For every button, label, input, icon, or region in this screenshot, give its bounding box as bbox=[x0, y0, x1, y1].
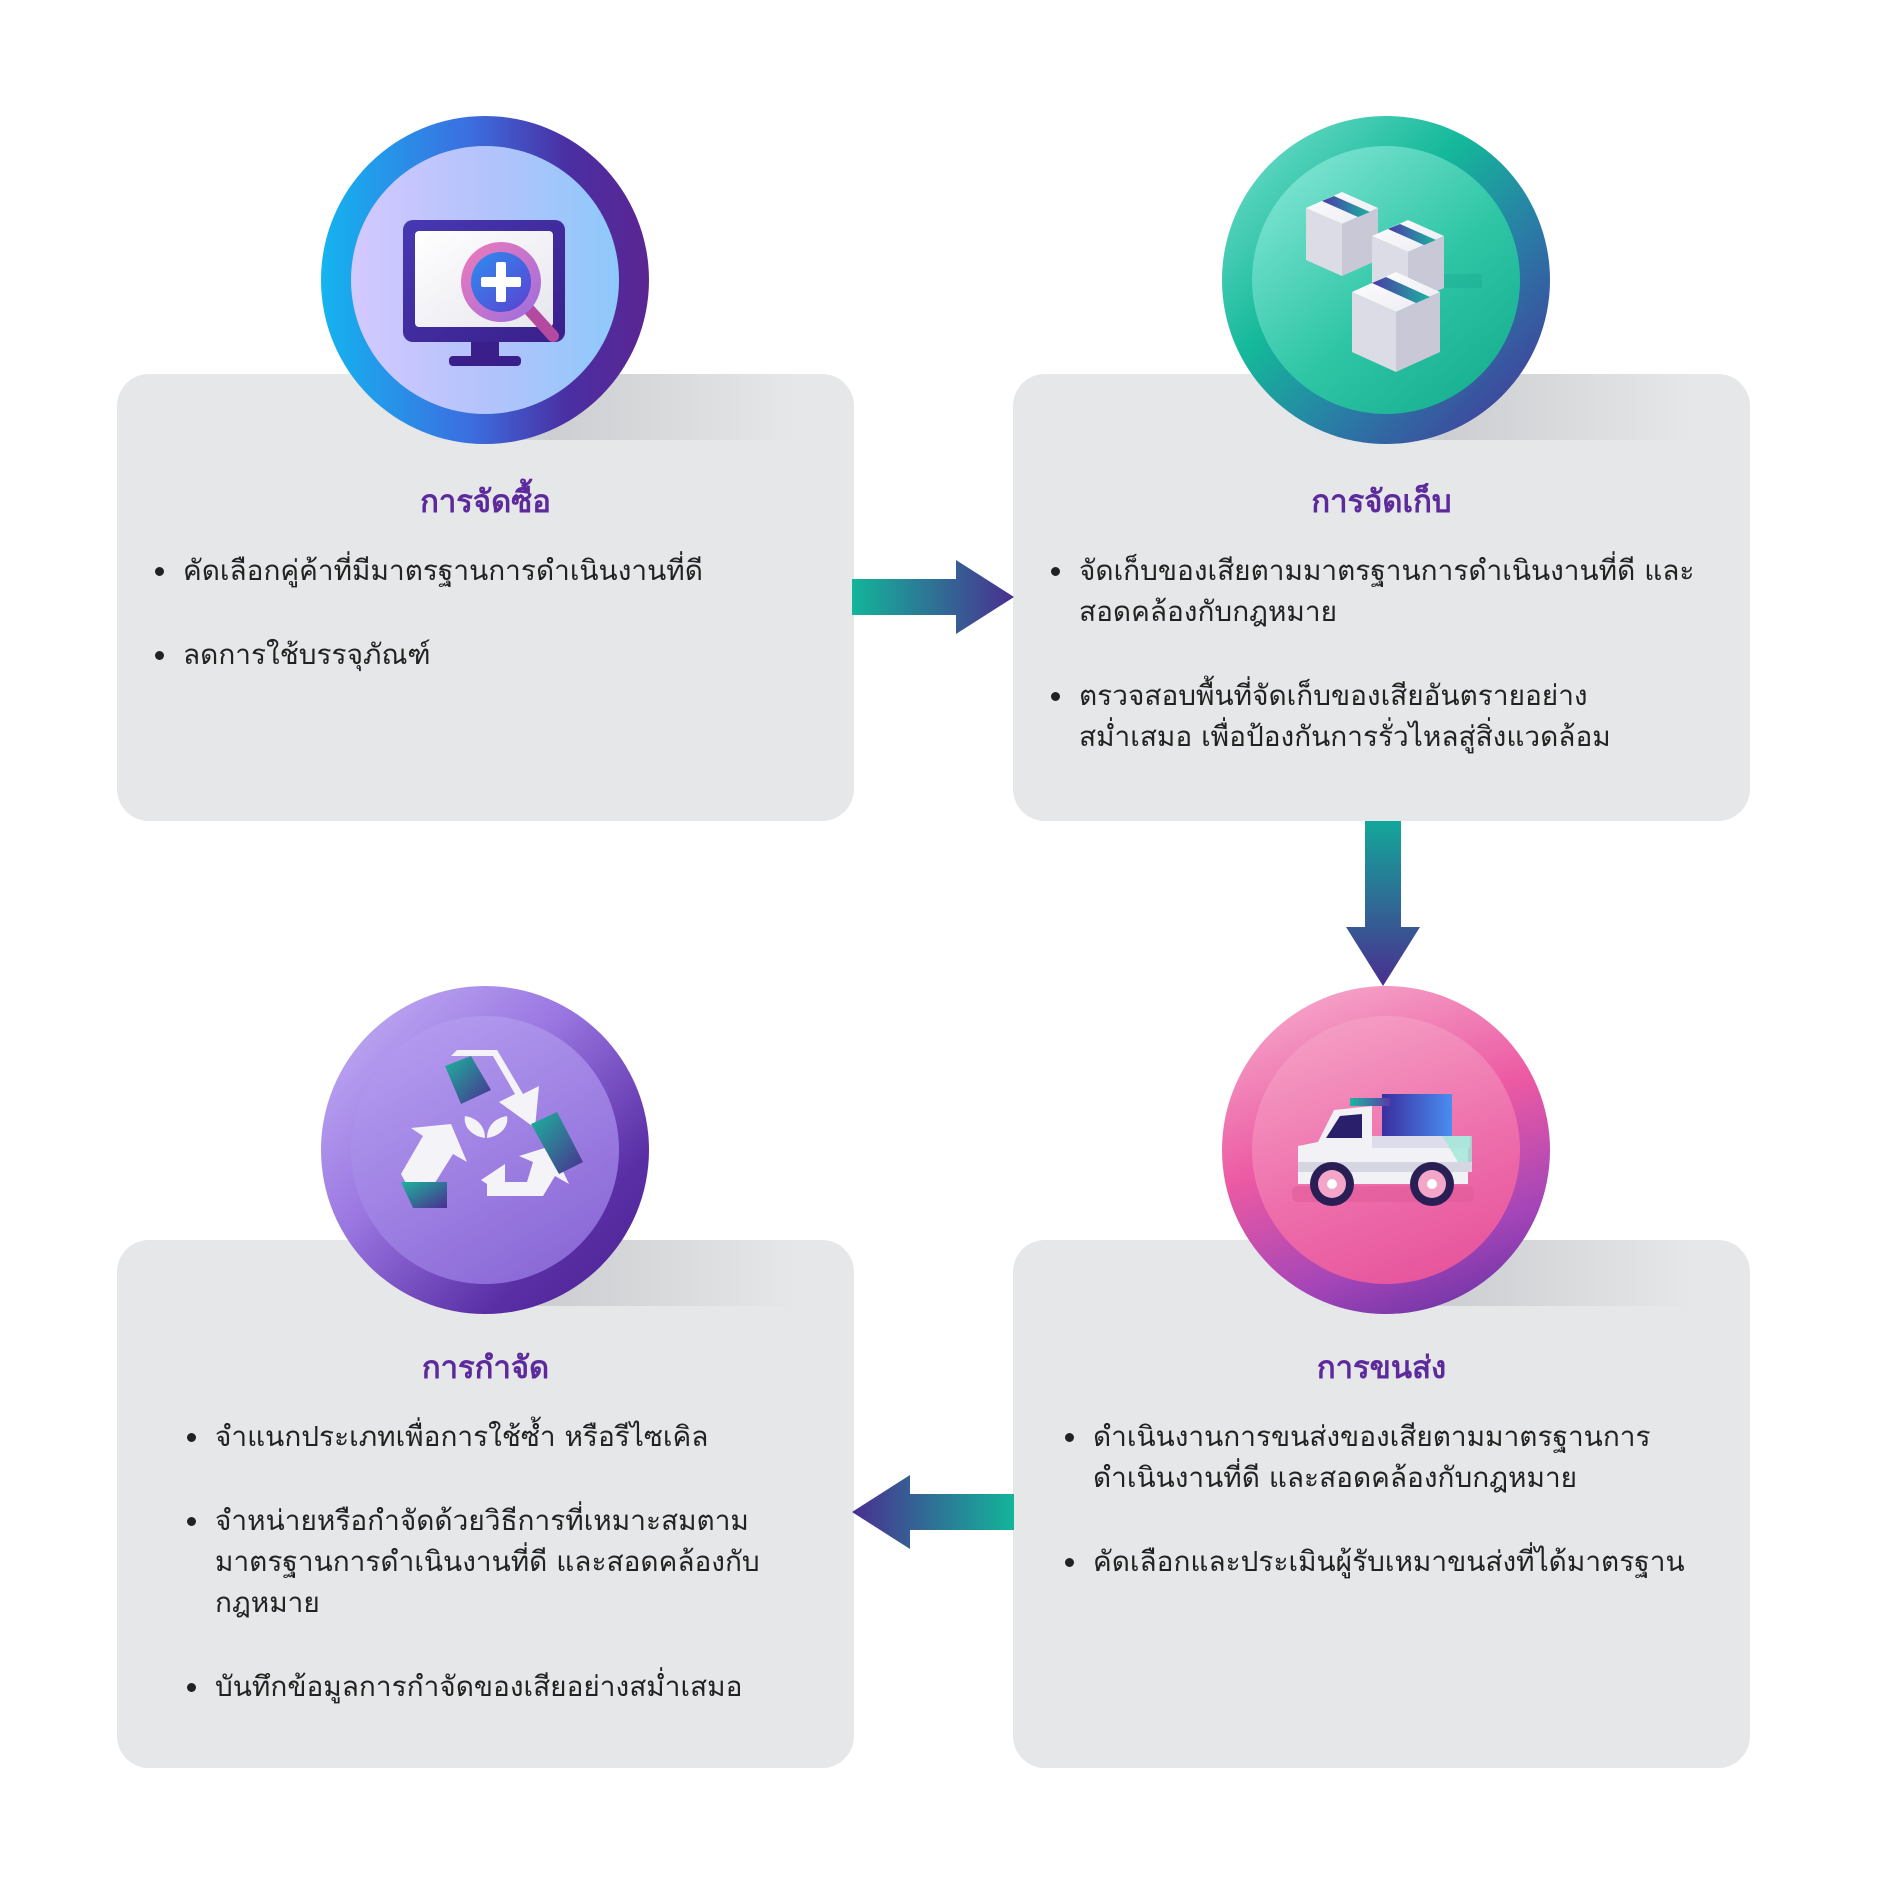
arrow-storage-to-transport bbox=[1346, 821, 1420, 986]
step-title: การจัดซื้อ bbox=[420, 484, 551, 520]
storage-badge bbox=[1222, 116, 1550, 444]
step-list: คัดเลือกคู่ค้าที่มีมาตรฐานการดำเนินงานที… bbox=[155, 550, 823, 718]
truck-icon bbox=[1292, 1094, 1474, 1206]
step-title: การจัดเก็บ bbox=[1311, 484, 1452, 520]
list-item: จำหน่ายหรือกำจัดด้วยวิธีการที่เหมาะสมตาม… bbox=[187, 1500, 805, 1623]
list-item: บันทึกข้อมูลการกำจัดของเสียอย่างสม่ำเสมอ bbox=[187, 1666, 805, 1707]
arrow-procurement-to-storage bbox=[852, 560, 1014, 634]
step-title: การขนส่ง bbox=[1316, 1350, 1447, 1386]
list-item: ลดการใช้บรรจุภัณฑ์ bbox=[155, 634, 823, 675]
monitor-search-icon bbox=[403, 220, 565, 366]
list-item: คัดเลือกและประเมินผู้รับเหมาขนส่งที่ได้ม… bbox=[1065, 1541, 1713, 1582]
arrow-transport-to-disposal bbox=[852, 1475, 1014, 1549]
recycle-icon bbox=[401, 1050, 583, 1208]
step-card-transport: การขนส่ง ดำเนินงานการขนส่งของเสียตามมาตร… bbox=[1013, 1240, 1750, 1768]
list-item: คัดเลือกคู่ค้าที่มีมาตรฐานการดำเนินงานที… bbox=[155, 550, 823, 591]
disposal-badge bbox=[321, 986, 649, 1314]
procurement-badge bbox=[321, 116, 649, 444]
step-card-disposal: การกำจัด จำแนกประเภทเพื่อการใช้ซ้ำ หรือร… bbox=[117, 1240, 854, 1768]
list-item: ดำเนินงานการขนส่งของเสียตามมาตรฐานการดำเ… bbox=[1065, 1416, 1713, 1498]
step-title: การกำจัด bbox=[421, 1350, 550, 1386]
step-list: ดำเนินงานการขนส่งของเสียตามมาตรฐานการดำเ… bbox=[1065, 1416, 1713, 1625]
step-card-procurement: การจัดซื้อ คัดเลือกคู่ค้าที่มีมาตรฐานการ… bbox=[117, 374, 854, 821]
list-item: ตรวจสอบพื้นที่จัดเก็บของเสียอันตรายอย่าง… bbox=[1051, 675, 1699, 757]
boxes-icon bbox=[1306, 192, 1482, 372]
transport-badge bbox=[1222, 986, 1550, 1314]
step-list: จัดเก็บของเสียตามมาตรฐานการดำเนินงานที่ด… bbox=[1051, 550, 1699, 800]
step-card-storage: การจัดเก็บ จัดเก็บของเสียตามมาตรฐานการดำ… bbox=[1013, 374, 1750, 821]
list-item: จำแนกประเภทเพื่อการใช้ซ้ำ หรือรีไซเคิล bbox=[187, 1416, 805, 1457]
list-item: จัดเก็บของเสียตามมาตรฐานการดำเนินงานที่ด… bbox=[1051, 550, 1699, 632]
step-list: จำแนกประเภทเพื่อการใช้ซ้ำ หรือรีไซเคิล จ… bbox=[187, 1416, 805, 1750]
